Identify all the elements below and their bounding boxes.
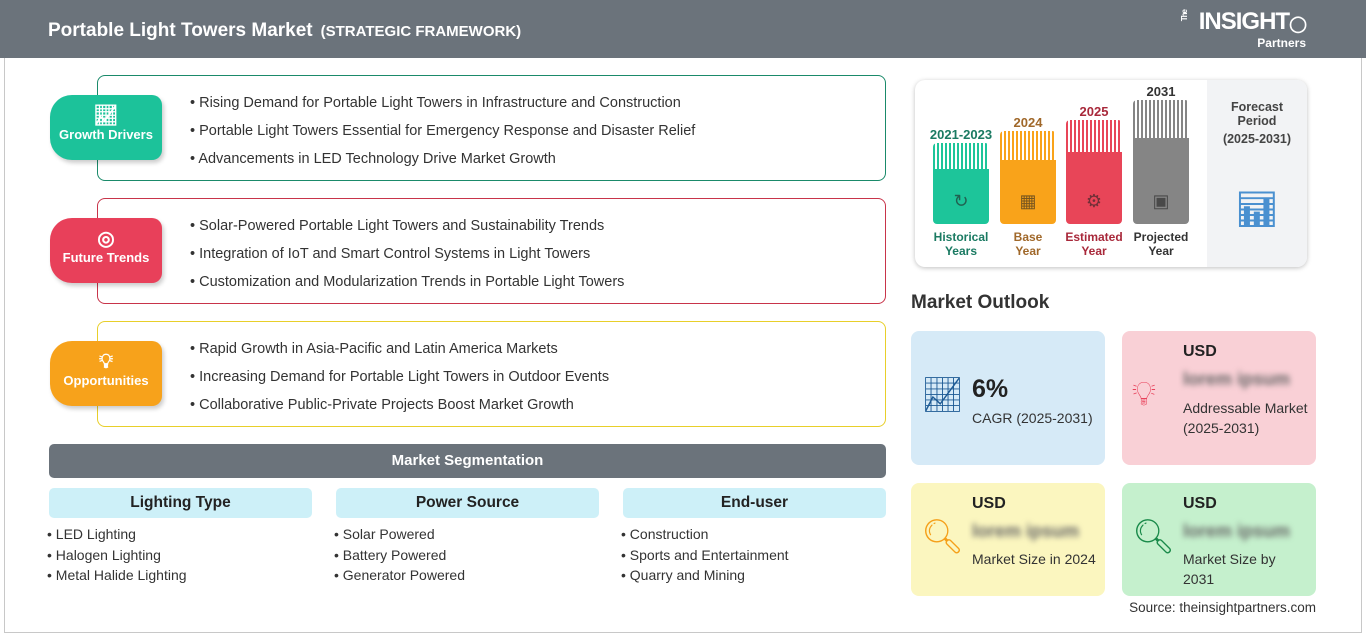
growth-drivers-pill: 📈︎Growth Drivers xyxy=(50,95,162,160)
card-label: Addressable Market (2025-2031) xyxy=(1183,400,1308,436)
currency: USD xyxy=(1183,343,1217,360)
timeline-year: 2031 xyxy=(1146,84,1176,99)
growth-drivers-box xyxy=(97,75,886,181)
timeline-year: 2024 xyxy=(1013,115,1043,130)
growth-chart-icon: 📈︎ xyxy=(93,105,119,127)
segment-header-end-user: End-user xyxy=(623,488,886,518)
market-outlook-title: Market Outlook xyxy=(911,292,1050,313)
segment-item: • Halogen Lighting xyxy=(47,547,161,563)
market-segmentation-header: Market Segmentation xyxy=(49,444,886,478)
page-title: Portable Light Towers Market (STRATEGIC F… xyxy=(48,20,521,42)
analytics-illustration-icon: 📊︎ xyxy=(1235,191,1279,229)
segment-item: • Solar Powered xyxy=(334,526,435,542)
dollar-bulb-icon: 💡︎ xyxy=(1132,375,1156,413)
logo-the: The xyxy=(1179,10,1189,22)
segment-item: • Quarry and Mining xyxy=(621,567,745,583)
list-item: • Solar-Powered Portable Light Towers an… xyxy=(190,218,605,234)
list-item: • Portable Light Towers Essential for Em… xyxy=(190,123,696,139)
section-label: Growth Drivers xyxy=(59,127,153,142)
blurred-value: lorem ipsum xyxy=(1183,369,1291,389)
forecast-line1: Forecast xyxy=(1230,100,1284,114)
growth-chart-icon: 📈︎ xyxy=(921,376,965,414)
segment-item: • Sports and Entertainment xyxy=(621,547,789,563)
header-bar xyxy=(0,0,1366,58)
timeline-year: 2025 xyxy=(1079,104,1109,119)
section-label: Opportunities xyxy=(63,373,149,388)
timeline-bar: ▣ xyxy=(1133,100,1189,224)
market-size-2031-card: USD lorem ipsum 🔍︎ Market Size by 2031 xyxy=(1122,483,1316,596)
list-item: • Customization and Modularization Trend… xyxy=(190,274,625,290)
market-size-2024-card: USD lorem ipsum 🔍︎ Market Size in 2024 xyxy=(911,483,1105,596)
section-label: Future Trends xyxy=(62,250,150,265)
presentation-icon: ▣ xyxy=(1152,191,1170,211)
forecast-period-panel: Forecast Period (2025-2031) 📊︎ xyxy=(1207,80,1307,267)
timeline-bar: ↻ xyxy=(933,143,989,224)
card-label: Market Size by 2031 xyxy=(1183,551,1276,587)
segment-header-power-source: Power Source xyxy=(336,488,599,518)
future-trends-pill: ◎Future Trends xyxy=(50,218,162,283)
logo-brand: INSIGHT xyxy=(1198,8,1290,35)
calendar-icon: ▦ xyxy=(1019,191,1037,211)
title-subtitle: (STRATEGIC FRAMEWORK) xyxy=(320,23,522,40)
opportunities-pill: 💡︎Opportunities xyxy=(50,341,162,406)
lightbulb-hand-icon: 💡︎ xyxy=(99,351,113,373)
cagr-value: 6% xyxy=(972,375,1009,403)
segment-item: • Battery Powered xyxy=(334,547,447,563)
timeline-bar: ▦ xyxy=(1000,131,1056,224)
cagr-label: CAGR (2025-2031) xyxy=(972,410,1093,426)
currency: USD xyxy=(972,495,1006,512)
segment-item: • Generator Powered xyxy=(334,567,465,583)
list-item: • Advancements in LED Technology Drive M… xyxy=(190,151,556,167)
segment-item: • LED Lighting xyxy=(47,526,136,542)
source-text: Source: theinsightpartners.com xyxy=(1129,600,1316,615)
currency: USD xyxy=(1183,495,1217,512)
forecast-line2: Period xyxy=(1237,114,1277,128)
segment-header-lighting-type: Lighting Type xyxy=(49,488,312,518)
segment-item: • Metal Halide Lighting xyxy=(47,567,187,583)
target-icon: ◎ xyxy=(97,228,115,250)
cagr-card: 📈︎ 6% CAGR (2025-2031) xyxy=(911,331,1105,465)
list-item: • Integration of IoT and Smart Control S… xyxy=(190,246,591,262)
list-item: • Rapid Growth in Asia-Pacific and Latin… xyxy=(190,341,558,357)
forecast-line3: (2025-2031) xyxy=(1222,132,1292,146)
content-frame xyxy=(4,58,1362,633)
logo-partners: Partners xyxy=(1257,36,1306,50)
market-size-icon: 🔍︎ xyxy=(1132,518,1176,556)
title-text: Portable Light Towers Market xyxy=(48,20,313,41)
timeline-year: 2021-2023 xyxy=(929,127,993,142)
list-item: • Collaborative Public-Private Projects … xyxy=(190,397,574,413)
timeline-bar: ⚙ xyxy=(1066,120,1122,224)
list-item: • Increasing Demand for Portable Light T… xyxy=(190,369,610,385)
card-label: Market Size in 2024 xyxy=(972,551,1096,567)
list-item: • Rising Demand for Portable Light Tower… xyxy=(190,95,681,111)
settings-chart-icon: ⚙ xyxy=(1085,191,1103,211)
blurred-value: lorem ipsum xyxy=(972,521,1080,541)
history-icon: ↻ xyxy=(953,191,969,211)
segment-item: • Construction xyxy=(621,526,709,542)
addressable-market-card: USD lorem ipsum 💡︎ Addressable Market (2… xyxy=(1122,331,1316,465)
opportunities-box xyxy=(97,321,886,427)
market-size-icon: 🔍︎ xyxy=(921,518,965,556)
blurred-value: lorem ipsum xyxy=(1183,521,1291,541)
